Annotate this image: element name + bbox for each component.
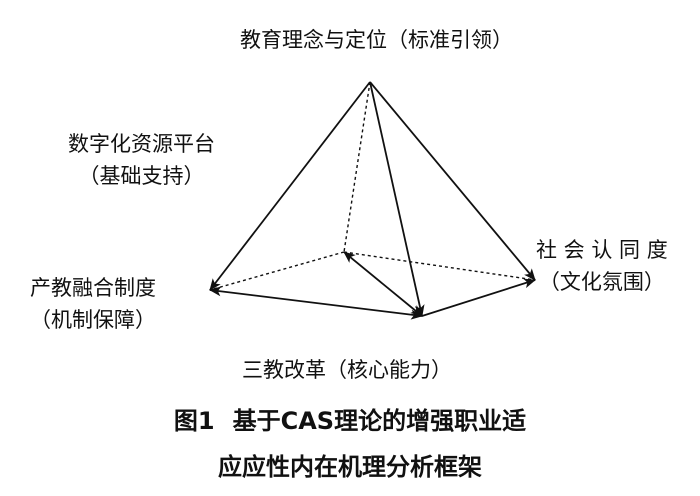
node-left-title: 产教融合制度 xyxy=(30,276,156,300)
edge-bottom-right xyxy=(421,278,536,317)
figure-caption-line2: 应应性内在机理分析框架 xyxy=(0,452,700,482)
edge-left-bottom xyxy=(209,286,423,320)
edge-apex-to-right xyxy=(369,81,536,281)
edge-back-to-left-dashed xyxy=(209,251,345,291)
node-left-upper-note: （基础支持） xyxy=(78,164,205,188)
node-left-upper-label: 数字化资源平台 （基础支持） xyxy=(68,128,215,192)
edge-apex-to-left xyxy=(209,81,371,291)
node-apex-note: （标准引领） xyxy=(387,28,513,52)
node-right-title: 社 会 认 同 度 xyxy=(536,238,668,262)
node-apex-label: 教育理念与定位（标准引领） xyxy=(240,26,513,54)
node-right-label: 社 会 认 同 度 （文化氛围） xyxy=(536,234,668,298)
node-bottom-note: （核心能力） xyxy=(326,358,452,382)
node-left-note: （机制保障） xyxy=(30,308,156,332)
figure-number: 图1 xyxy=(173,407,215,435)
caption-line1-text: 基于CAS理论的增强职业适 xyxy=(232,407,527,435)
figure-caption-line1: 图1 基于CAS理论的增强职业适 xyxy=(0,406,700,436)
edge-apex-to-back-dashed xyxy=(343,81,371,253)
edge-apex-to-bottom xyxy=(369,81,425,317)
edge-back-bottom xyxy=(343,251,423,317)
node-left-label: 产教融合制度 （机制保障） xyxy=(30,272,156,336)
node-bottom-title: 三教改革 xyxy=(242,358,326,382)
diagram-edges xyxy=(209,81,536,320)
caption-line2-text: 应应性内在机理分析框架 xyxy=(218,453,482,481)
node-apex-title: 教育理念与定位 xyxy=(240,28,387,52)
node-left-upper-title: 数字化资源平台 xyxy=(68,132,215,156)
node-bottom-label: 三教改革（核心能力） xyxy=(242,356,452,384)
node-right-note: （文化氛围） xyxy=(538,270,665,294)
